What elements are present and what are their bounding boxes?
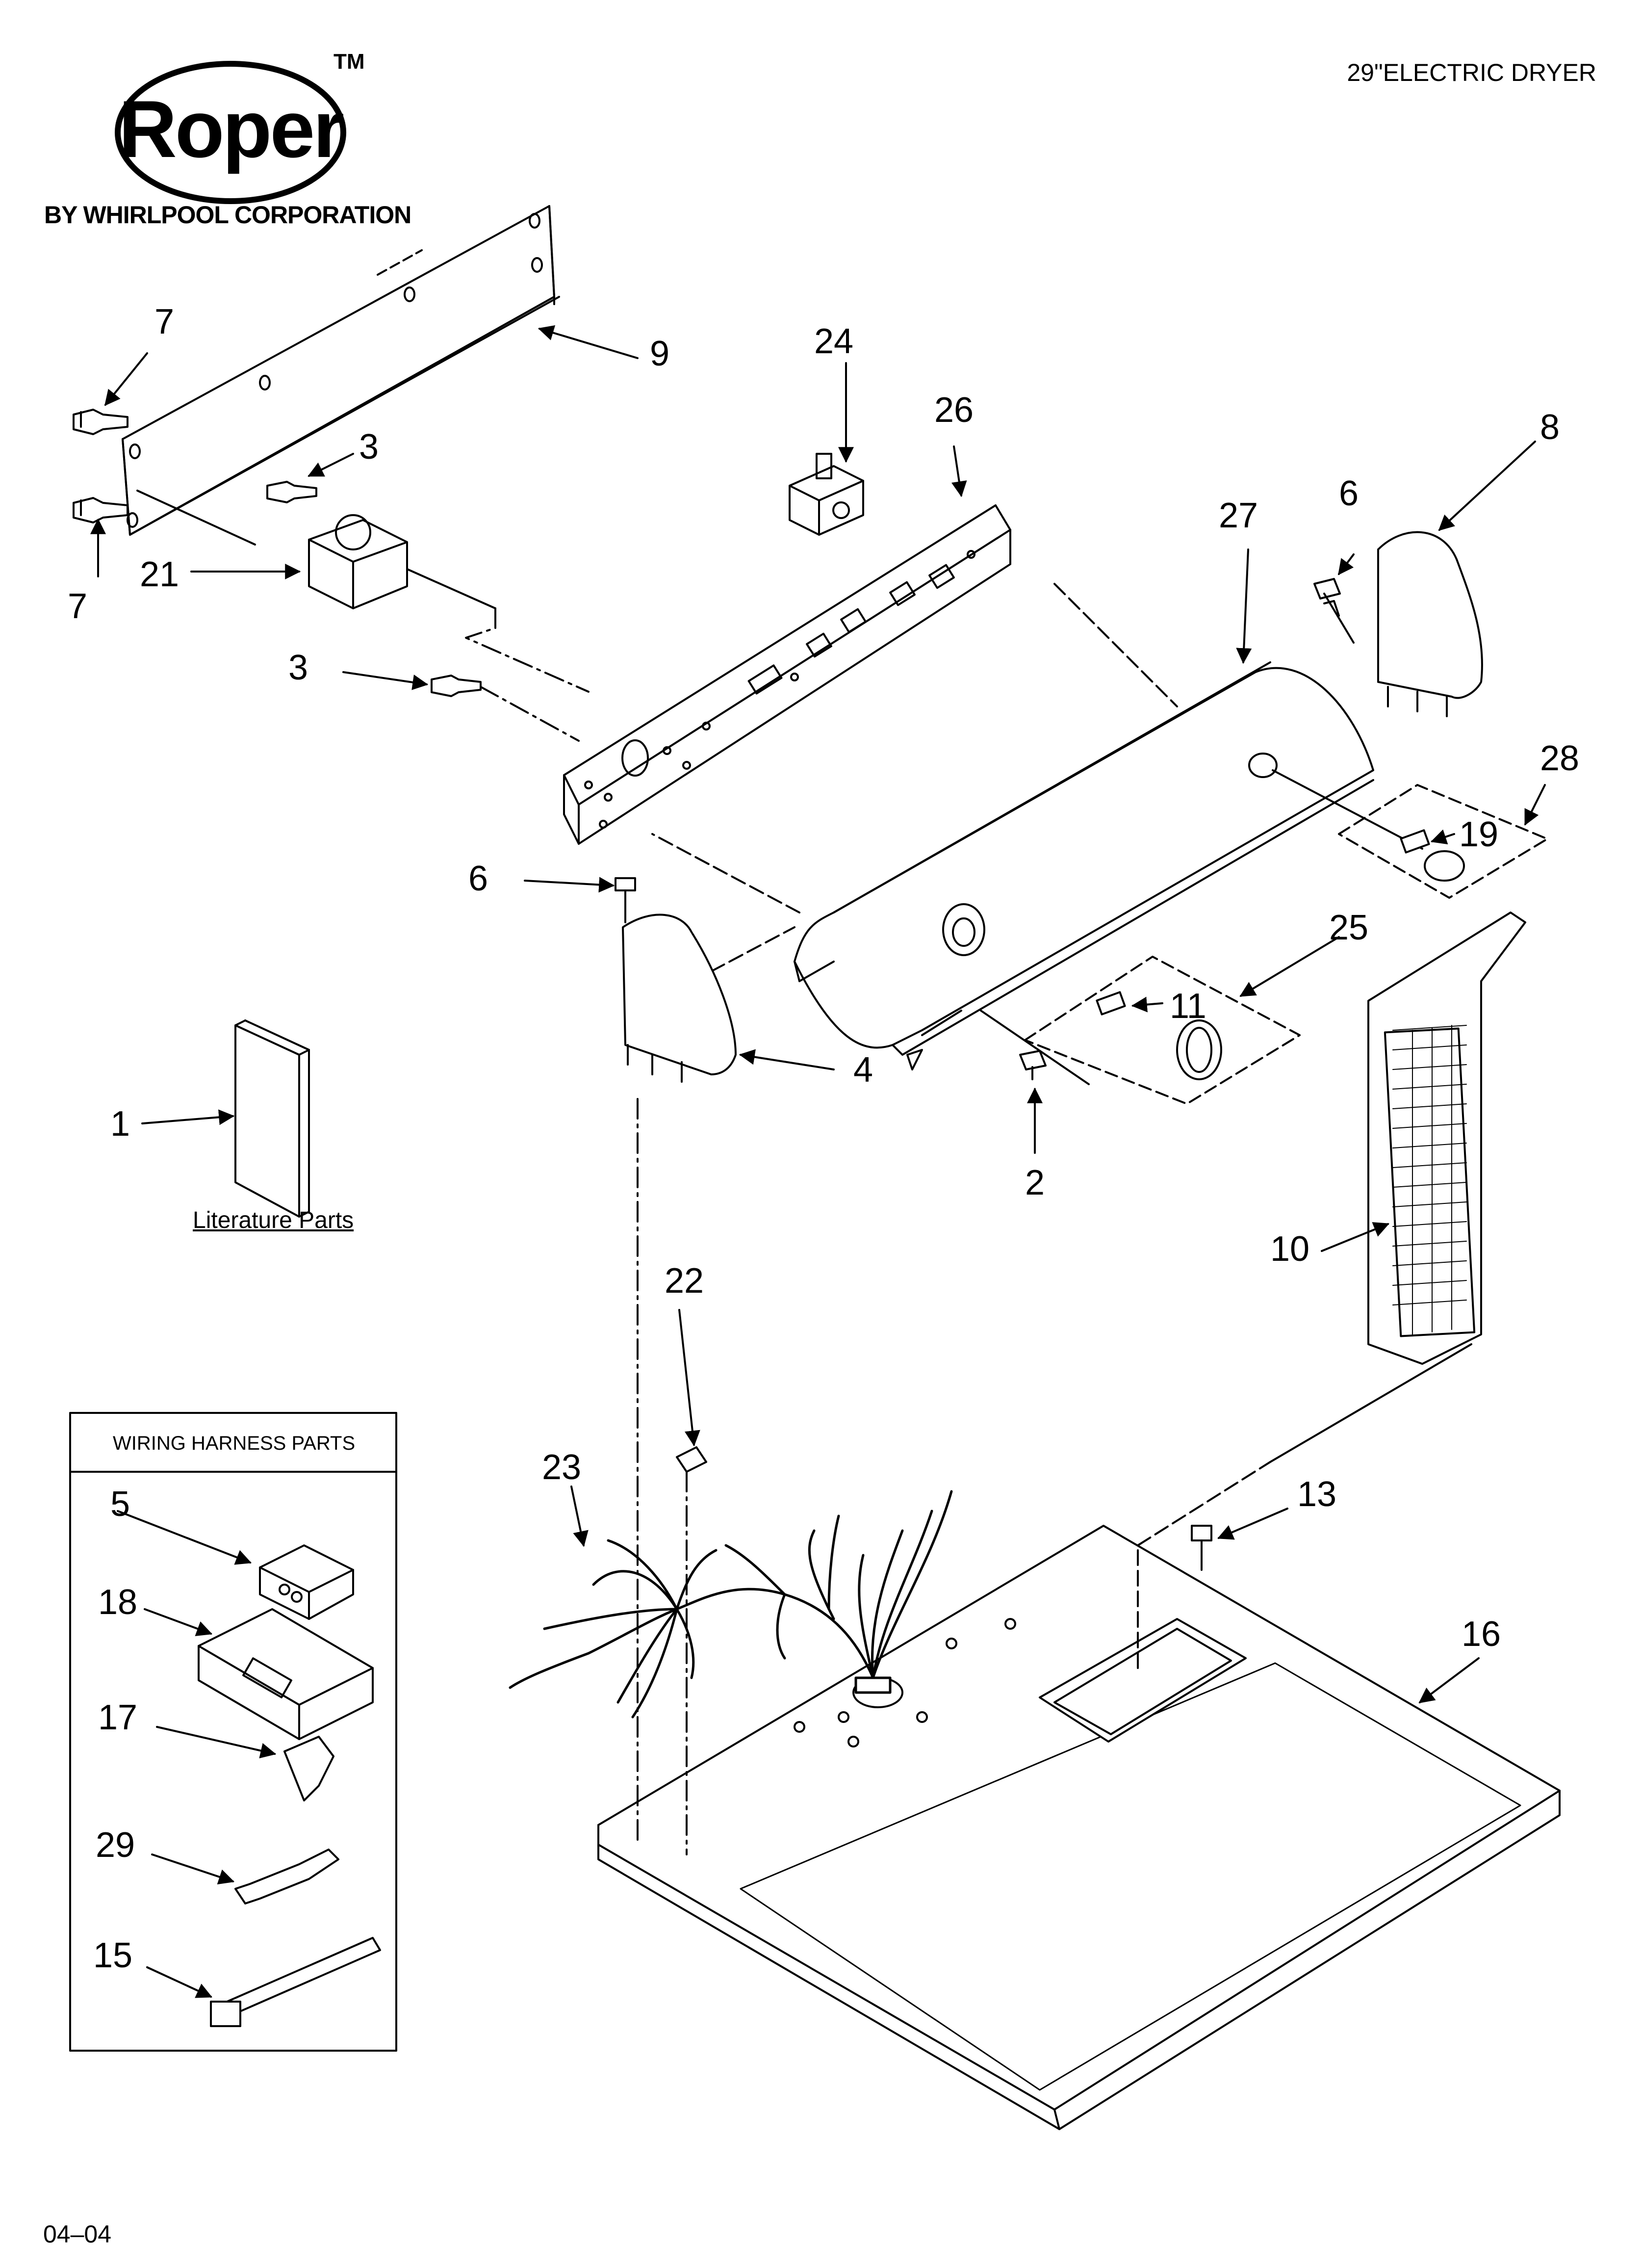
crimp-terminal-icon — [234, 1849, 339, 1904]
callout-2: 2 — [1025, 1163, 1045, 1202]
terminal-block-icon — [198, 1608, 374, 1740]
screw-icon — [73, 497, 128, 523]
literature-booklet — [234, 1019, 310, 1218]
product-title: 29"ELECTRIC DRYER — [1347, 59, 1596, 86]
callout-8: 8 — [1540, 408, 1560, 447]
logo-text: Roper — [119, 84, 344, 174]
callout-23: 23 — [542, 1448, 582, 1487]
callout-5: 5 — [110, 1485, 130, 1524]
callout-3: 3 — [359, 427, 379, 467]
callout-4: 4 — [853, 1050, 873, 1090]
trademark-mark: TM — [334, 50, 365, 74]
callout-13: 13 — [1297, 1475, 1337, 1514]
callout-29: 29 — [96, 1825, 135, 1865]
callout-6: 6 — [1339, 474, 1359, 513]
screw-icon — [266, 481, 317, 503]
callout-16: 16 — [1462, 1615, 1501, 1654]
control-panel-bracket — [563, 504, 1011, 845]
callout-18: 18 — [98, 1583, 138, 1622]
knob-kit-box — [1338, 784, 1548, 899]
screw-icon — [1019, 1050, 1047, 1080]
console-rear-panel — [122, 205, 560, 536]
cable-tie-icon — [210, 1937, 381, 2027]
callout-21: 21 — [140, 555, 180, 594]
literature-label: Literature Parts — [193, 1207, 354, 1233]
callout-1: 1 — [110, 1104, 130, 1144]
wiring-harness — [509, 1490, 953, 1719]
wire-clip-icon — [283, 1736, 334, 1801]
callout-7: 7 — [68, 587, 88, 626]
callout-3: 3 — [288, 648, 308, 687]
console-housing — [651, 583, 1423, 1085]
screw-icon — [1191, 1525, 1212, 1571]
callout-22: 22 — [665, 1261, 704, 1301]
callout-6: 6 — [468, 859, 488, 898]
harness-clip — [676, 1446, 707, 1855]
callout-17: 17 — [98, 1698, 138, 1737]
callout-28: 28 — [1540, 739, 1580, 778]
end-cap-right — [1323, 531, 1483, 717]
screw-icon — [431, 675, 580, 742]
callout-7: 7 — [154, 302, 175, 341]
timer-module — [789, 453, 864, 536]
wiring-box-title: WIRING HARNESS PARTS — [113, 1433, 356, 1454]
connector-block-icon — [259, 1544, 354, 1620]
screw-icon — [615, 877, 636, 923]
end-cap-left — [622, 913, 737, 1083]
callout-27: 27 — [1219, 496, 1258, 535]
callout-25: 25 — [1329, 908, 1369, 947]
callout-11: 11 — [1170, 987, 1206, 1026]
callout-24: 24 — [814, 322, 854, 361]
lint-screen — [1269, 912, 1526, 1463]
dryer-top-panel — [597, 1461, 1561, 2130]
knob-kit-box-2 — [1024, 956, 1301, 1105]
callout-26: 26 — [934, 391, 974, 430]
callout-9: 9 — [650, 334, 670, 373]
roper-logo: Roper TM BY WHIRLPOOL CORPORATION — [44, 50, 411, 229]
footer-date-code: 04–04 — [43, 2220, 112, 2248]
screw-icon — [1313, 578, 1355, 644]
callout-leaders — [90, 325, 1546, 1703]
callout-10: 10 — [1270, 1229, 1310, 1269]
callout-15: 15 — [93, 1936, 133, 1975]
brand-subtitle: BY WHIRLPOOL CORPORATION — [44, 201, 411, 229]
callout-19: 19 — [1459, 815, 1499, 854]
rotary-switch — [136, 490, 590, 693]
wiring-harness-box — [69, 1412, 397, 2052]
screw-icon — [73, 409, 128, 435]
